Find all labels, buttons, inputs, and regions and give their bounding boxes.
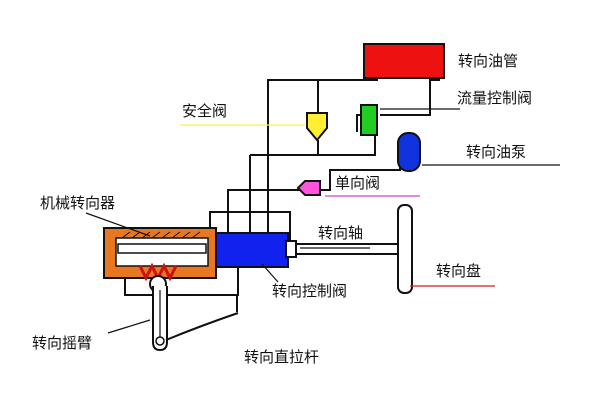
steering-pump <box>397 132 421 172</box>
distribution-line <box>250 132 376 156</box>
steering-wheel <box>397 204 413 294</box>
hydraulic-lines <box>124 79 440 312</box>
label-flow-control-valve: 流量控制阀 <box>457 89 532 107</box>
pitman-arm-ball-joint <box>155 336 165 346</box>
steering-shaft <box>287 243 404 255</box>
check-valve <box>296 180 321 196</box>
flow-control-valve <box>360 104 378 136</box>
label-steering-control-valve: 转向控制阀 <box>272 282 347 300</box>
label-steering-wheel: 转向盘 <box>436 262 481 280</box>
safety-valve <box>306 112 328 142</box>
pump-supply-line <box>380 79 440 116</box>
lower-return-line <box>124 268 239 296</box>
label-steering-oil-pipe: 转向油管 <box>458 52 518 70</box>
label-steering-pump: 转向油泵 <box>466 143 526 161</box>
steering-oil-pipe <box>363 43 445 79</box>
label-drag-link: 转向直拉杆 <box>244 348 319 366</box>
leader-lines <box>85 108 560 334</box>
gear-screw <box>117 243 207 254</box>
return-line <box>267 79 378 240</box>
control-valve-leader <box>261 263 279 283</box>
check-valve-line <box>227 189 300 240</box>
control-valve-end-cap <box>285 240 297 258</box>
drag-link <box>165 312 239 341</box>
steering-gear-leader <box>85 212 151 237</box>
label-steering-shaft: 转向轴 <box>318 224 363 242</box>
steering-control-valve <box>211 232 289 268</box>
control-loop <box>209 211 291 240</box>
label-check-valve: 单向阀 <box>335 174 380 192</box>
label-pitman-arm: 转向摇臂 <box>32 334 92 352</box>
mechanical-steering-gear <box>103 227 217 293</box>
label-mechanical-steering-gear: 机械转向器 <box>40 194 115 212</box>
label-safety-valve: 安全阀 <box>182 102 227 120</box>
pitman-arm-leader <box>107 319 151 334</box>
